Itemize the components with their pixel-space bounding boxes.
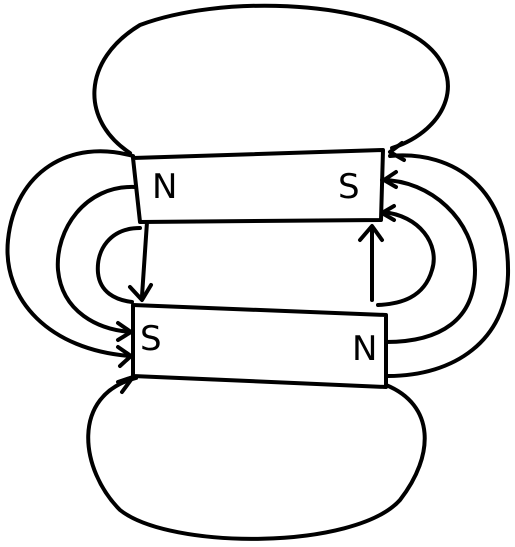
field-loop-right-inner: [382, 180, 475, 342]
arrow-n-to-s-shaft: [142, 222, 147, 296]
field-loop-right-innermost: [378, 212, 434, 305]
bottom-magnet-left-pole-label: S: [140, 319, 162, 359]
field-loop-bottom-outer: [88, 378, 425, 539]
bottom-magnet-bar: [133, 305, 386, 387]
field-loop-left-inner: [58, 187, 135, 332]
field-loop-left-outer: [7, 151, 133, 356]
top-magnet-left-pole-label: N: [152, 167, 177, 207]
top-magnet-right-pole-label: S: [338, 167, 360, 207]
field-loop-right-outer: [388, 155, 508, 376]
bottom-magnet-right-pole-label: N: [352, 329, 377, 369]
field-loop-top-outer: [94, 6, 448, 153]
